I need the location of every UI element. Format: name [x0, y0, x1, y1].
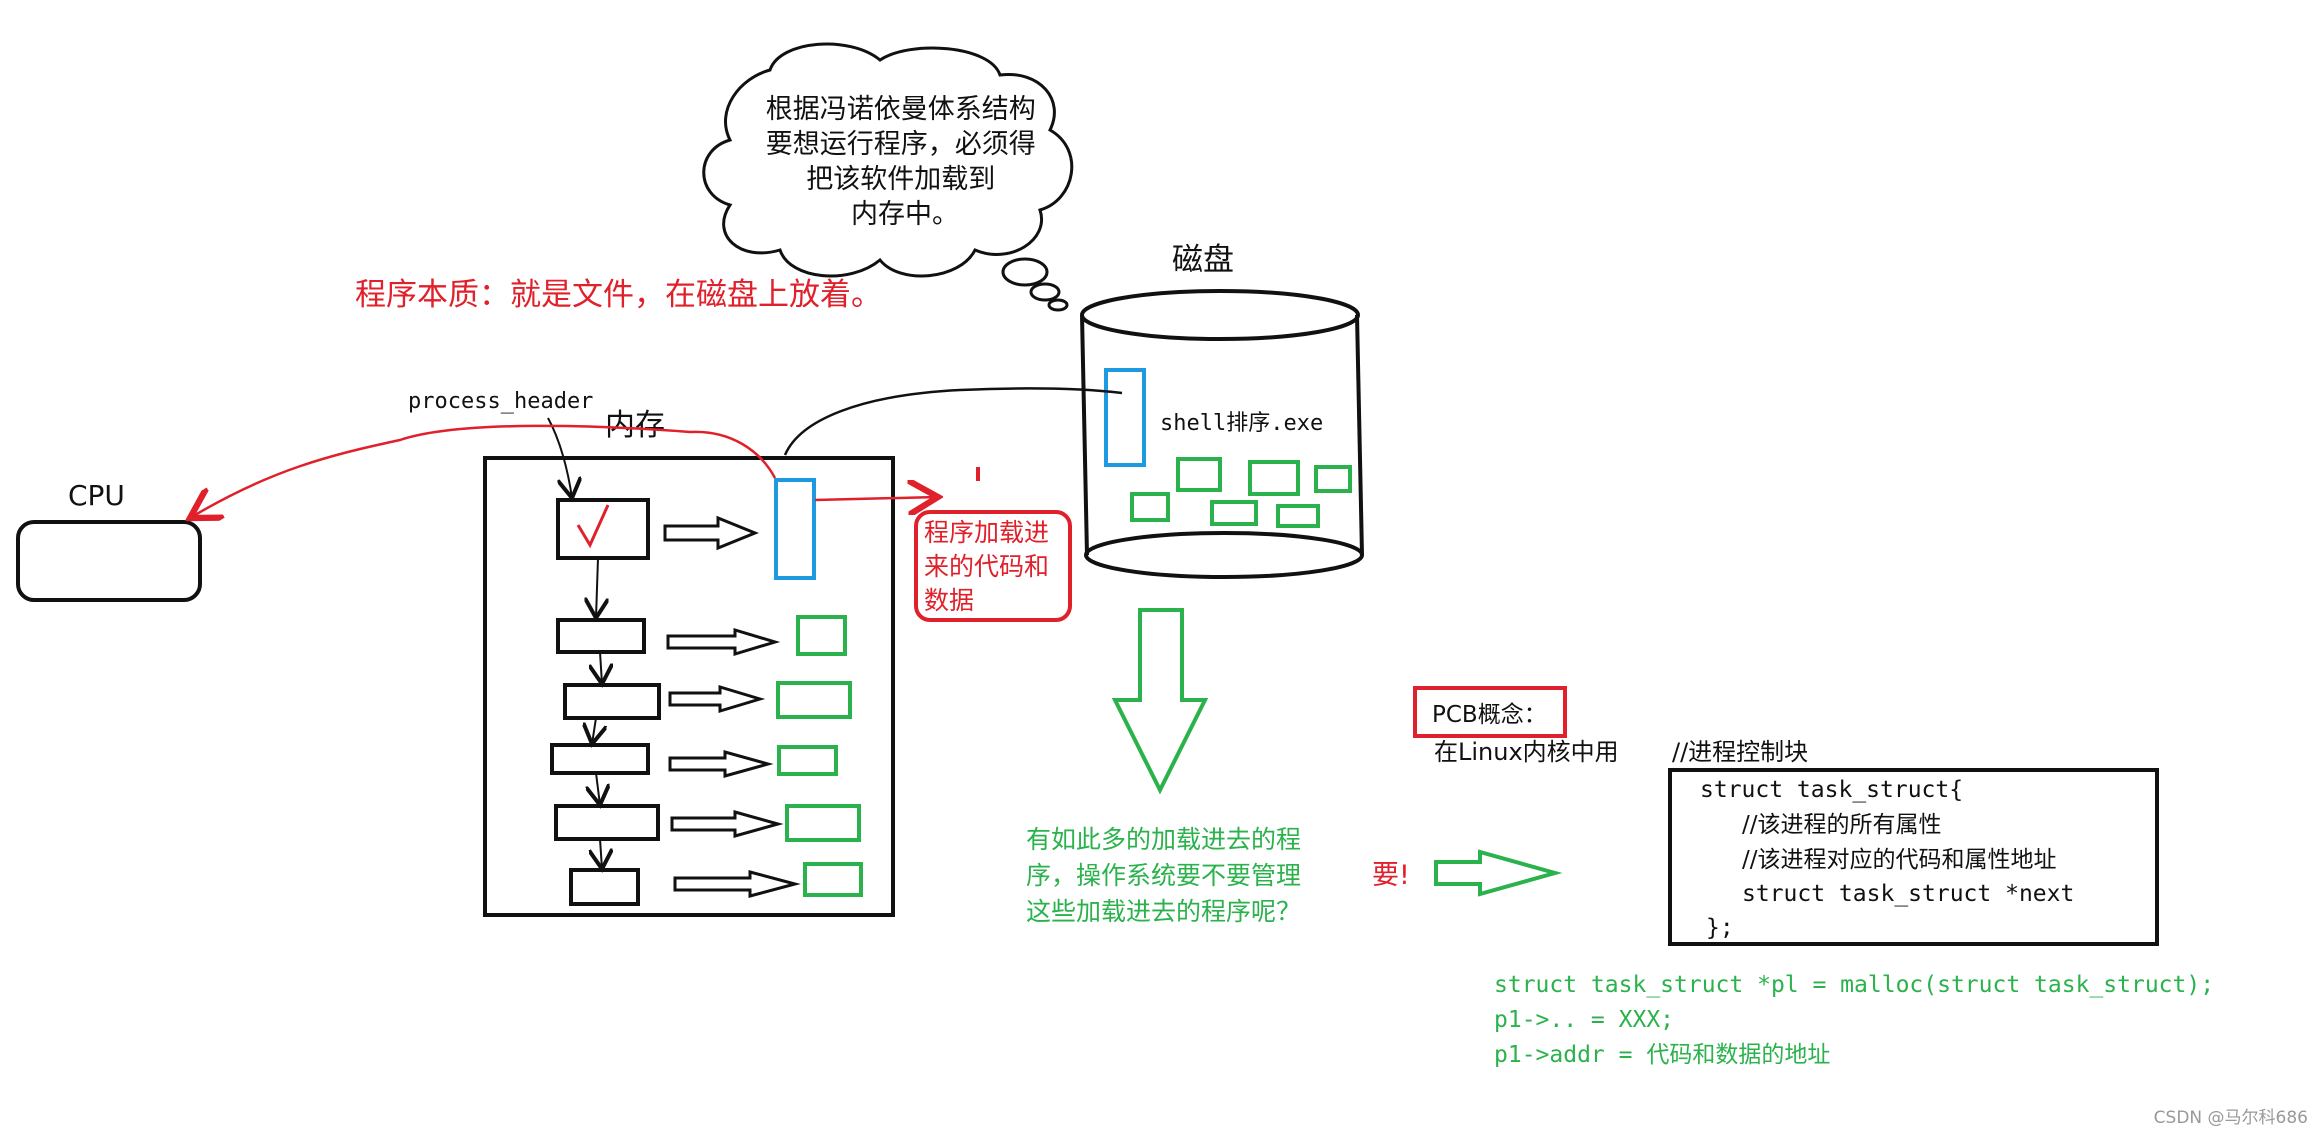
question-line-1: 有如此多的加载进去的程: [1026, 825, 1301, 854]
loaded-data-block-3: [777, 745, 838, 776]
pcb-usage-text: 在Linux内核中用: [1434, 738, 1619, 766]
loaded-code-note-box: [914, 510, 1072, 622]
program-essence-note: 程序本质：就是文件，在磁盘上放着。: [355, 277, 882, 313]
pcb-concept-label: PCB概念：: [1432, 702, 1547, 728]
disk-data-block-5: [1210, 500, 1258, 526]
disk-top: [1080, 289, 1360, 341]
loaded-data-block-1: [796, 615, 847, 656]
watermark: CSDN @马尔科686: [2154, 1108, 2308, 1128]
disk-data-block-4: [1130, 492, 1170, 522]
next-pointer-3: [592, 717, 596, 744]
disk-exe-block: [1104, 368, 1146, 467]
thought-dot-medium: [1029, 282, 1061, 302]
pcb-to-data-arrow-3: [668, 684, 766, 714]
disk-block: 磁盘 shell排序.exe: [1080, 242, 1364, 579]
memory-box: [483, 456, 895, 917]
cpu-label: CPU: [68, 479, 125, 512]
code-note-pointer: [814, 497, 938, 500]
pcb-concept: PCB概念： 在Linux内核中用 //进程控制块: [1413, 686, 1808, 766]
svg-text:struct task_struct *pl = mallo: struct task_struct *pl = malloc(struct t…: [1494, 972, 2228, 1068]
stray-red-mark: [976, 467, 980, 481]
cpu-block: CPU: [16, 479, 202, 602]
process-header-label: process_header: [408, 389, 593, 414]
struct-line-1: struct task_struct{: [1700, 777, 1963, 803]
svg-text:有如此多的加载进去的程 序，操作系统要不要管理: 有如此多的加载进去的程 序，操作系统要不要管理 这些加载进去的程序呢？: [1026, 825, 1309, 926]
thought-bubble: 根据冯诺依曼体系结构 要想运行程序，必须得 把该软件加载到 内存中。: [702, 42, 1074, 312]
question-line-2: 序，操作系统要不要管理: [1026, 861, 1301, 890]
loaded-data-block-2: [776, 681, 852, 719]
cpu-box: [16, 520, 202, 602]
cpu-schedule-curve: [190, 424, 777, 518]
svg-text:struct task_struct *next: struct task_struct *next };: [1706, 881, 2088, 941]
next-pointer-1: [596, 557, 598, 618]
pcb-to-data-arrow-4: [668, 750, 774, 778]
pcb-node-4: [550, 743, 650, 775]
pcb-concept-box: [1413, 686, 1567, 738]
loaded-code-note-line-3: 数据: [924, 586, 974, 615]
pcb-node-5: [554, 804, 660, 841]
pcb-to-data-arrow-1: [663, 515, 759, 551]
answer-yes: 要!: [1372, 860, 1410, 891]
management-down-arrow: [1111, 608, 1209, 795]
code-line-3: p1->addr = 代码和数据的地址: [1494, 1042, 1830, 1068]
disk-label: 磁盘: [1172, 242, 1234, 278]
pcb-node-2: [556, 618, 646, 654]
loaded-code-note-line-1: 程序加载进: [924, 518, 1049, 547]
disk-data-block-2: [1248, 460, 1300, 496]
pcb-selected-check: [576, 504, 610, 549]
task-struct-box: struct task_struct{ //该进程的所有属性 //该进程对应的代…: [1668, 768, 2159, 946]
thought-line-4: 内存中。: [851, 199, 959, 230]
disk-bottom: [1084, 531, 1364, 579]
disk-to-memory-curve: [783, 387, 1123, 456]
svg-text:程序加载进 来的代码和 数据: 程序加载进 来的代码和 数据: [924, 518, 1057, 615]
svg-text:struct task_struct{: struct task_struct{: [1700, 777, 1963, 803]
pcb-node-6: [569, 868, 640, 906]
pcb-node-3: [563, 683, 661, 720]
answer-right-arrow: [1434, 849, 1563, 897]
task-struct-frame: [1668, 768, 2159, 946]
thought-dot-small: [1047, 298, 1069, 312]
thought-cloud: [702, 42, 1074, 278]
thought-dot-large: [1001, 257, 1049, 287]
thought-line-1: 根据冯诺依曼体系结构: [766, 94, 1036, 125]
disk-data-block-3: [1314, 465, 1352, 493]
struct-line-3: //该进程对应的代码和属性地址: [1742, 847, 2057, 873]
next-pointer-5: [600, 838, 602, 869]
loaded-code-note-line-2: 来的代码和: [924, 552, 1049, 581]
next-pointer-4: [596, 772, 600, 805]
thought-line-3: 把该软件加载到: [806, 164, 995, 195]
disk-body: [1080, 314, 1364, 556]
pcb-node-1: [556, 498, 650, 560]
thought-line-2: 要想运行程序，必须得: [766, 129, 1036, 160]
struct-line-5: };: [1706, 915, 1734, 941]
svg-text://该进程的所有属性 //该进程对应的代码和属性: //该进程的所有属性 //该进程对应的代码和属性地址: [1742, 812, 2057, 873]
struct-line-4: struct task_struct *next: [1742, 881, 2074, 907]
pcb-to-data-arrow-5: [670, 810, 784, 838]
loaded-data-block-5: [803, 862, 863, 897]
loaded-code-note: 程序加载进 来的代码和 数据: [914, 510, 1072, 622]
question-line-3: 这些加载进去的程序呢？: [1026, 897, 1301, 926]
struct-line-2: //该进程的所有属性: [1742, 812, 1942, 838]
svg-text:根据冯诺依曼体系结构 要想运行程序，必须得: 根据冯诺依曼体系结构 要想运行程序，必须得 把该软件加载到 内存中。: [766, 94, 1045, 230]
memory-label: 内存: [605, 408, 665, 443]
memory-block: process_header 内存: [408, 389, 895, 917]
code-line-2: p1->.. = XXX;: [1494, 1007, 1674, 1033]
loaded-code-block-blue: [774, 478, 816, 580]
code-line-1: struct task_struct *pl = malloc(struct t…: [1494, 972, 2214, 998]
pcb-to-data-arrow-2: [666, 627, 781, 657]
disk-data-block-6: [1276, 504, 1320, 528]
shell-exe-label: shell排序.exe: [1160, 411, 1323, 436]
pcb-comment-text: //进程控制块: [1672, 738, 1808, 766]
disk-data-block-1: [1176, 457, 1222, 492]
next-pointer-2: [600, 651, 602, 684]
loaded-data-block-4: [785, 804, 861, 842]
pcb-to-data-arrow-6: [673, 870, 801, 898]
